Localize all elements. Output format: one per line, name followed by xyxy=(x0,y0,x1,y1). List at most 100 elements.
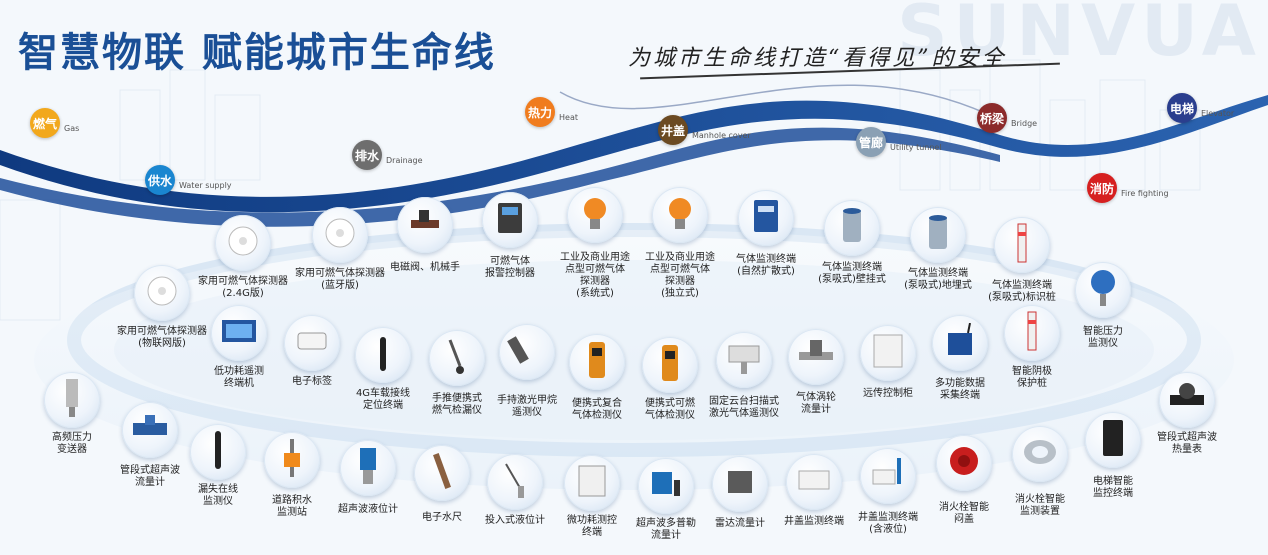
category-english-label: Utility tunnel xyxy=(890,142,942,152)
page-title: 智慧物联 赋能城市生命线 xyxy=(18,30,496,76)
category-gas: 燃气 Gas xyxy=(30,108,79,138)
category-badge: 热力 xyxy=(525,97,555,127)
product-label: 电子标签 xyxy=(292,376,332,387)
product-label: 气体涡轮 流量计 xyxy=(796,392,836,415)
laser-icon xyxy=(507,333,547,371)
product-4 xyxy=(397,197,453,253)
product-label: 超声波多普勒 流量计 xyxy=(636,518,696,541)
submersible-icon xyxy=(500,460,530,504)
product-26 xyxy=(122,402,178,458)
detector-icon xyxy=(323,216,357,254)
product-label: 雷达流量计 xyxy=(715,518,765,529)
product-17 xyxy=(499,324,555,380)
ruler-icon xyxy=(427,451,457,495)
detector-icon xyxy=(145,274,179,312)
product-label: 道路积水 监测站 xyxy=(272,495,312,518)
product-label: 便携式可燃 气体检测仪 xyxy=(645,398,695,421)
product-8 xyxy=(738,190,794,246)
screen-icon xyxy=(220,316,258,350)
product-22 xyxy=(860,325,916,381)
product-9 xyxy=(824,200,880,256)
category-badge: 燃气 xyxy=(30,108,60,138)
product-label: 可燃气体 报警控制器 xyxy=(485,256,535,279)
product-label: 电梯智能 监控终端 xyxy=(1093,476,1133,499)
product-label: 工业及商业用途 点型可燃气体 探测器 (系统式) xyxy=(560,252,630,299)
portable-icon xyxy=(586,340,608,384)
doppler-icon xyxy=(648,466,684,506)
category-badge: 桥梁 xyxy=(977,103,1007,133)
category-english-label: Fire fighting xyxy=(1121,188,1169,198)
product-label: 漏失在线 监测仪 xyxy=(198,484,238,507)
product-28 xyxy=(264,432,320,488)
product-39 xyxy=(1085,412,1141,468)
hydrant-cap-icon xyxy=(946,443,982,483)
manhole-icon xyxy=(796,465,832,499)
box-icon xyxy=(576,463,608,503)
product-24 xyxy=(1004,305,1060,361)
camera-icon xyxy=(725,340,763,380)
product-20 xyxy=(716,332,772,388)
category-badge: 井盖 xyxy=(658,115,688,145)
product-label: 气体监测终端 (自然扩散式) xyxy=(736,254,796,277)
product-label: 气体监测终端 (泵吸式)标识桩 xyxy=(988,280,1056,303)
category-badge: 管廊 xyxy=(856,127,886,157)
terminal-icon xyxy=(751,198,781,238)
product-label: 井盖监测终端 (含液位) xyxy=(858,512,918,535)
antenna-icon xyxy=(376,333,390,377)
brand-watermark: SUNVUA xyxy=(897,0,1262,72)
tag-icon xyxy=(295,328,329,358)
product-label: 工业及商业用途 点型可燃气体 探测器 (独立式) xyxy=(645,252,715,299)
product-10 xyxy=(910,207,966,263)
product-13 xyxy=(211,305,267,361)
product-label: 气体监测终端 (泵吸式)地埋式 xyxy=(904,268,972,291)
product-31 xyxy=(487,454,543,510)
product-36 xyxy=(860,448,916,504)
product-14 xyxy=(284,315,340,371)
product-11 xyxy=(994,217,1050,273)
product-33 xyxy=(638,458,694,514)
product-label: 低功耗遥测 终端机 xyxy=(214,366,264,389)
product-19 xyxy=(642,337,698,393)
level-icon xyxy=(354,446,382,490)
product-21 xyxy=(788,329,844,385)
manhole-level-icon xyxy=(870,456,906,496)
product-2 xyxy=(215,215,271,271)
category-english-label: Gas xyxy=(64,123,80,133)
product-27 xyxy=(190,424,246,480)
product-label: 智能压力 监测仪 xyxy=(1083,326,1123,349)
product-label: 消火栓智能 监测装置 xyxy=(1015,494,1065,517)
hydrant-ring-icon xyxy=(1021,435,1059,473)
product-3 xyxy=(312,207,368,263)
controller-icon xyxy=(495,201,525,239)
category-badge: 电梯 xyxy=(1167,93,1197,123)
product-label: 微功耗测控 终端 xyxy=(567,515,617,538)
transmitter-icon xyxy=(60,377,84,423)
flowmeter-icon xyxy=(131,411,169,449)
industrial-detector-icon xyxy=(580,195,610,235)
category-english-label: Water supply xyxy=(179,180,232,190)
product-40 xyxy=(1159,372,1215,428)
post-icon xyxy=(1013,222,1031,268)
detector-icon xyxy=(226,224,260,262)
product-label: 井盖监测终端 xyxy=(784,516,844,527)
product-label: 气体监测终端 (泵吸式)壁挂式 xyxy=(818,262,886,285)
product-25 xyxy=(44,372,100,428)
cylinder-icon xyxy=(925,213,951,257)
product-label: 投入式液位计 xyxy=(485,515,545,526)
pressure-icon xyxy=(1086,268,1120,312)
product-label: 家用可燃气体探测器 (2.4G版) xyxy=(198,276,288,299)
product-23 xyxy=(932,315,988,371)
cylinder-icon xyxy=(839,206,865,250)
radar-icon xyxy=(722,465,758,503)
product-30 xyxy=(414,445,470,501)
product-label: 手推便携式 燃气检漏仪 xyxy=(432,393,482,416)
elevator-terminal-icon xyxy=(1100,418,1126,462)
product-label: 便携式复合 气体检测仪 xyxy=(572,398,622,421)
